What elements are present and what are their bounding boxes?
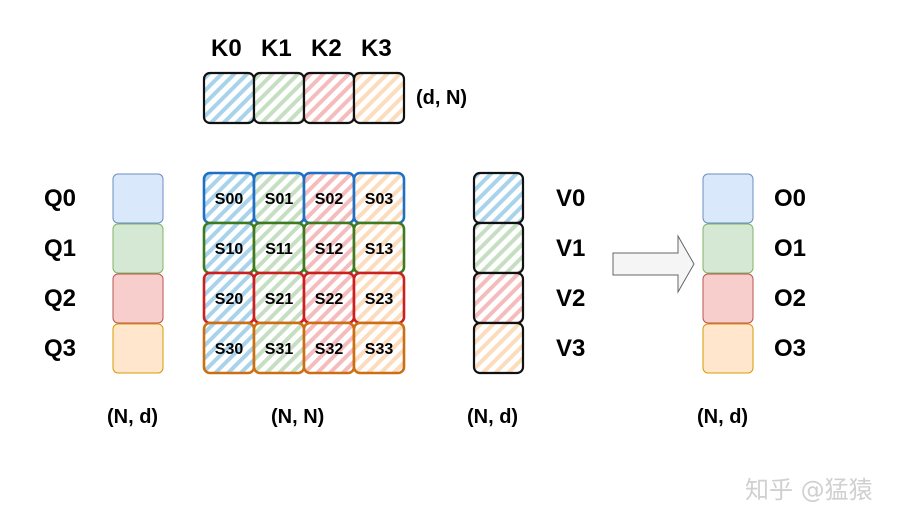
v2-cell bbox=[472, 271, 525, 325]
v3-cell bbox=[472, 321, 525, 375]
v1-label: V1 bbox=[556, 235, 586, 262]
right-arrow-icon bbox=[612, 234, 695, 294]
s-cell-label-13: S13 bbox=[365, 241, 394, 258]
v3-label: V3 bbox=[556, 335, 586, 362]
s-cell-label-32: S32 bbox=[315, 341, 344, 358]
o1-label: O1 bbox=[774, 235, 807, 262]
o0-label: O0 bbox=[774, 185, 807, 212]
s-shape-label: (N, N) bbox=[271, 406, 325, 428]
o-shape-label: (N, d) bbox=[697, 406, 749, 428]
o-matrix bbox=[702, 173, 754, 374]
watermark: 知乎 @猛猿 bbox=[745, 476, 873, 504]
q-shape-label: (N, d) bbox=[107, 406, 159, 428]
q3-label: Q3 bbox=[44, 335, 77, 362]
q2-label: Q2 bbox=[44, 285, 77, 312]
s-cell-label-10: S10 bbox=[215, 241, 244, 258]
v1-cell bbox=[472, 221, 525, 275]
s-cell-label-21: S21 bbox=[265, 291, 294, 308]
o0-cell bbox=[702, 173, 754, 224]
s-cell-label-22: S22 bbox=[315, 291, 344, 308]
q0-cell bbox=[112, 173, 164, 224]
v0-cell bbox=[472, 171, 525, 225]
s-cell-label-33: S33 bbox=[365, 341, 394, 358]
s-cell-label-01: S01 bbox=[265, 191, 294, 208]
q1-label: Q1 bbox=[44, 235, 77, 262]
v-shape-label: (N, d) bbox=[467, 406, 519, 428]
v2-label: V2 bbox=[556, 285, 586, 312]
s-cell-label-00: S00 bbox=[215, 191, 244, 208]
s-cell-label-23: S23 bbox=[365, 291, 394, 308]
o2-cell bbox=[702, 273, 754, 324]
s-cell-33 bbox=[352, 321, 406, 375]
q0-label: Q0 bbox=[44, 185, 77, 212]
q2-cell bbox=[112, 273, 164, 324]
o3-cell bbox=[702, 323, 754, 374]
v-matrix bbox=[472, 171, 525, 375]
o2-label: O2 bbox=[774, 285, 807, 312]
k1-cell bbox=[252, 71, 306, 125]
k-shape-label: (d, N) bbox=[416, 87, 468, 109]
k-matrix bbox=[202, 71, 406, 125]
o1-cell bbox=[702, 223, 754, 274]
s-cell-label-03: S03 bbox=[365, 191, 394, 208]
q-matrix bbox=[112, 173, 164, 374]
k0-cell bbox=[202, 71, 256, 125]
s-cell-label-30: S30 bbox=[215, 341, 244, 358]
k1-label: K1 bbox=[261, 35, 292, 62]
s-cell-label-20: S20 bbox=[215, 291, 244, 308]
k3-cell bbox=[352, 71, 406, 125]
s-cell-label-11: S11 bbox=[265, 241, 293, 258]
k3-label: K3 bbox=[361, 35, 392, 62]
k2-label: K2 bbox=[311, 35, 342, 62]
s-cell-label-02: S02 bbox=[315, 191, 344, 208]
o3-label: O3 bbox=[774, 335, 807, 362]
s-cell-label-12: S12 bbox=[315, 241, 344, 258]
s-cell-label-31: S31 bbox=[265, 341, 294, 358]
q1-cell bbox=[112, 223, 164, 274]
v0-label: V0 bbox=[556, 185, 586, 212]
k2-cell bbox=[302, 71, 356, 125]
q3-cell bbox=[112, 323, 164, 374]
k0-label: K0 bbox=[211, 35, 242, 62]
